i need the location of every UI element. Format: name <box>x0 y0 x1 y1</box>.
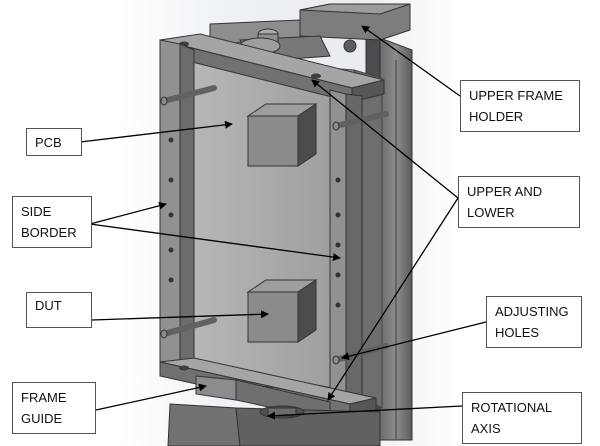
left-side-border <box>159 39 195 381</box>
pcb-label-text: PCB <box>35 135 62 150</box>
rotational-axis-arrow <box>267 405 463 420</box>
dut-cube-lower <box>246 279 318 343</box>
adjusting-holes-arrow <box>341 321 487 361</box>
adjusting-holes-label-line2: HOLES <box>495 325 540 340</box>
right-side-border <box>329 89 363 409</box>
side-border-label: SIDE BORDER <box>12 196 92 248</box>
upper-frame-holder-label: UPPER FRAME HOLDER <box>460 80 580 132</box>
frame-guide-label-line1: FRAME <box>21 390 67 405</box>
rotational-axis-label-line1: ROTATIONAL <box>471 400 553 415</box>
upper-lower-arrow-bottom <box>327 197 459 401</box>
frame-guide-label: FRAME GUIDE <box>12 382 96 434</box>
upper-frame-holder-label-line2: HOLDER <box>469 109 524 124</box>
dut-label: DUT <box>26 292 92 328</box>
dut-arrow <box>91 310 269 321</box>
upper-frame-rail <box>159 33 385 103</box>
upper-frame-holder-arrow <box>361 25 461 97</box>
upper-and-lower-label-line2: LOWER <box>467 205 515 220</box>
upper-and-lower-label: UPPER AND LOWER <box>458 176 580 228</box>
adjusting-holes-label-line1: ADJUSTING <box>495 304 569 319</box>
pcb-label: PCB <box>26 128 82 156</box>
rotational-axis-label-line2: AXIS <box>471 421 501 436</box>
upper-lower-arrow-top <box>311 79 459 199</box>
pcb-arrow <box>79 120 233 143</box>
side-border-label-line2: BORDER <box>21 225 77 240</box>
dut-label-text: DUT <box>35 298 62 313</box>
side-border-arrow-left <box>89 201 167 225</box>
adjusting-holes-label: ADJUSTING HOLES <box>486 296 582 348</box>
upper-frame-holder-label-line1: UPPER FRAME <box>469 88 563 103</box>
dut-cube-upper <box>246 103 318 167</box>
frame-guide-label-line2: GUIDE <box>21 411 63 426</box>
rotational-axis-label: ROTATIONAL AXIS <box>462 392 582 444</box>
side-border-arrow-right <box>89 223 341 262</box>
frame-guide-arrow <box>95 383 207 411</box>
upper-and-lower-label-line1: UPPER AND <box>467 184 543 199</box>
side-border-label-line1: SIDE <box>21 204 52 219</box>
leader-arrows <box>79 25 487 420</box>
